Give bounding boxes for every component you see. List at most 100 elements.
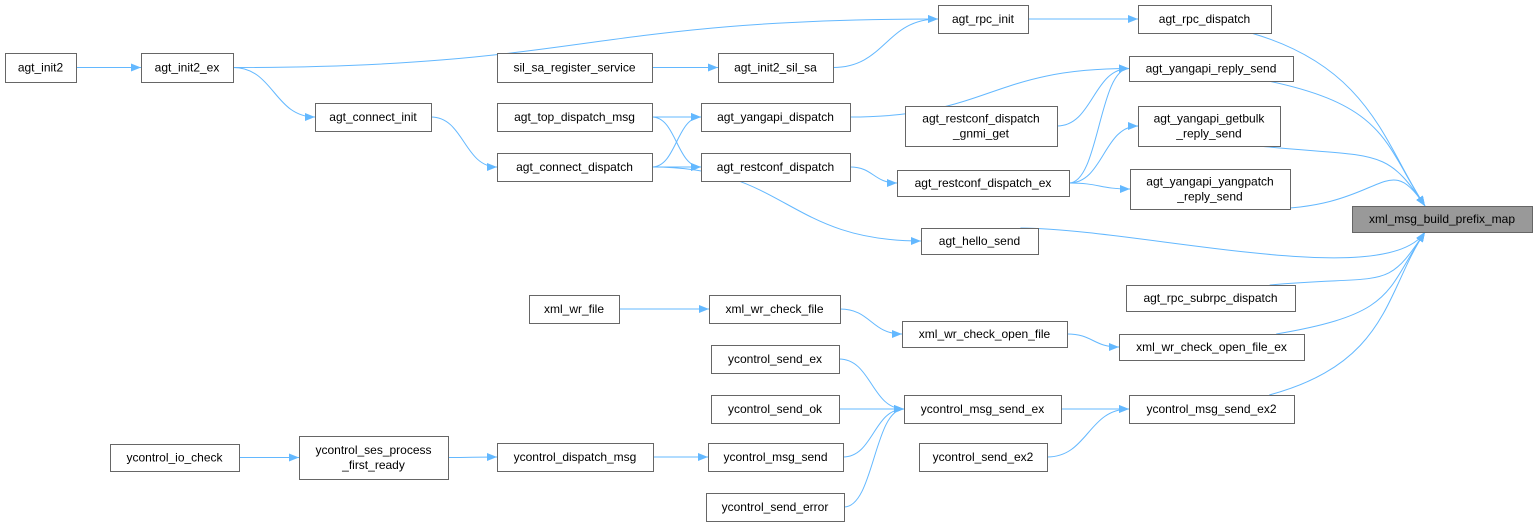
- node-box: [5, 53, 77, 83]
- node-box: [718, 53, 834, 83]
- node-box: [711, 395, 840, 424]
- node-label: agt_top_dispatch_msg: [514, 110, 635, 124]
- node-box: [1138, 5, 1272, 34]
- node-xml-msg-build-prefix-map[interactable]: xml_msg_build_prefix_map: [1352, 206, 1533, 233]
- node-agt-restconf-dispatch[interactable]: agt_restconf_dispatch: [701, 153, 851, 182]
- node-label: agt_yangapi_dispatch: [717, 110, 834, 124]
- node-ycontrol-send-ex[interactable]: ycontrol_send_ex: [711, 345, 840, 374]
- edge-agt-init2-ex-to-agt-connect-init: [232, 67, 316, 121]
- node-box: [701, 153, 851, 182]
- node-agt-init2-ex[interactable]: agt_init2_ex: [141, 53, 234, 83]
- node-ycontrol-send-error[interactable]: ycontrol_send_error: [706, 493, 845, 522]
- node-agt-yangapi-dispatch[interactable]: agt_yangapi_dispatch: [701, 103, 851, 132]
- edge-ycontrol-msg-send-to-ycontrol-msg-send-ex: [842, 405, 905, 458]
- node-box: [711, 345, 840, 374]
- node-agt-init2[interactable]: agt_init2: [5, 53, 77, 83]
- node-label: agt_init2: [18, 61, 64, 75]
- edge-agt-init2-ex-to-agt-rpc-init: [232, 15, 939, 68]
- node-label: _first_ready: [341, 458, 405, 472]
- node-label: agt_yangapi_yangpatch: [1146, 175, 1273, 189]
- node-agt-yangapi-getbulk-reply-send[interactable]: agt_yangapi_getbulk_reply_send: [1138, 106, 1281, 147]
- node-label: ycontrol_send_error: [722, 500, 829, 514]
- node-label: xml_msg_build_prefix_map: [1369, 212, 1515, 226]
- node-agt-hello-send[interactable]: agt_hello_send: [921, 228, 1039, 255]
- edge-ycontrol-send-ex2-to-ycontrol-msg-send-ex2: [1046, 405, 1130, 458]
- node-ycontrol-dispatch-msg[interactable]: ycontrol_dispatch_msg: [497, 443, 654, 472]
- node-agt-rpc-subrpc-dispatch[interactable]: agt_rpc_subrpc_dispatch: [1126, 285, 1296, 312]
- edge-agt-yangapi-getbulk-reply-send-to-xml-msg-build-prefix-map: [1258, 145, 1426, 207]
- edge-agt-restconf-dispatch-ex-to-agt-yangapi-reply-send: [1068, 64, 1130, 184]
- node-xml-wr-check-open-file[interactable]: xml_wr_check_open_file: [902, 321, 1068, 348]
- node-box: [1138, 106, 1281, 147]
- node-xml-wr-check-open-file-ex[interactable]: xml_wr_check_open_file_ex: [1119, 334, 1305, 361]
- node-box: [497, 153, 653, 182]
- node-box: [497, 103, 653, 132]
- edge-ycontrol-msg-send-ex2-to-xml-msg-build-prefix-map: [1269, 231, 1426, 396]
- node-box: [897, 170, 1070, 197]
- edge-xml-wr-check-file-to-xml-wr-check-open-file: [839, 308, 903, 338]
- node-agt-yangapi-yangpatch-reply-send[interactable]: agt_yangapi_yangpatch_reply_send: [1130, 169, 1291, 210]
- edge-ycontrol-send-ex-to-ycontrol-msg-send-ex: [838, 358, 905, 413]
- node-box: [701, 103, 851, 132]
- node-label: agt_rpc_dispatch: [1159, 12, 1250, 26]
- edges-layer: [76, 15, 1426, 508]
- node-label: agt_yangapi_getbulk: [1154, 112, 1266, 126]
- edge-ycontrol-ses-process-first-ready-to-ycontrol-dispatch-msg: [447, 453, 498, 462]
- node-agt-restconf-dispatch-ex[interactable]: agt_restconf_dispatch_ex: [897, 170, 1070, 197]
- node-box: [315, 103, 432, 132]
- node-xml-wr-check-file[interactable]: xml_wr_check_file: [709, 295, 841, 324]
- node-label: agt_rpc_subrpc_dispatch: [1143, 291, 1277, 305]
- node-agt-top-dispatch-msg[interactable]: agt_top_dispatch_msg: [497, 103, 653, 132]
- node-label: ycontrol_send_ok: [728, 402, 823, 416]
- node-label: xml_wr_check_open_file: [919, 327, 1051, 341]
- node-box: [1352, 206, 1533, 233]
- node-agt-connect-dispatch[interactable]: agt_connect_dispatch: [497, 153, 653, 182]
- node-box: [1129, 395, 1295, 424]
- node-box: [706, 493, 845, 522]
- edge-agt-yangapi-yangpatch-reply-send-to-xml-msg-build-prefix-map: [1265, 179, 1426, 210]
- node-box: [709, 295, 841, 324]
- node-ycontrol-ses-process-first-ready[interactable]: ycontrol_ses_process_first_ready: [299, 436, 449, 480]
- node-label: ycontrol_send_ex2: [933, 450, 1034, 464]
- node-ycontrol-send-ex2[interactable]: ycontrol_send_ex2: [919, 443, 1048, 472]
- node-box: [141, 53, 234, 83]
- node-agt-yangapi-reply-send[interactable]: agt_yangapi_reply_send: [1129, 56, 1294, 82]
- node-ycontrol-msg-send-ex2[interactable]: ycontrol_msg_send_ex2: [1129, 395, 1295, 424]
- node-label: agt_rpc_init: [952, 12, 1015, 26]
- node-ycontrol-io-check[interactable]: ycontrol_io_check: [110, 444, 240, 472]
- node-ycontrol-msg-send-ex[interactable]: ycontrol_msg_send_ex: [904, 395, 1062, 424]
- node-agt-connect-init[interactable]: agt_connect_init: [315, 103, 432, 132]
- node-label: agt_restconf_dispatch: [922, 112, 1039, 126]
- node-box: [921, 228, 1039, 255]
- node-agt-init2-sil-sa[interactable]: agt_init2_sil_sa: [718, 53, 834, 83]
- node-xml-wr-file[interactable]: xml_wr_file: [529, 295, 620, 324]
- node-box: [529, 295, 620, 324]
- node-label: ycontrol_send_ex: [728, 352, 822, 366]
- node-agt-restconf-dispatch-gnmi-get[interactable]: agt_restconf_dispatch_gnmi_get: [905, 106, 1058, 147]
- node-label: agt_connect_dispatch: [516, 160, 633, 174]
- edge-agt-restconf-dispatch-gnmi-get-to-agt-yangapi-reply-send: [1056, 64, 1130, 127]
- node-box: [299, 436, 449, 480]
- node-label: xml_wr_check_open_file_ex: [1136, 340, 1287, 354]
- node-label: xml_wr_file: [544, 302, 604, 316]
- node-sil-sa-register-service[interactable]: sil_sa_register_service: [497, 53, 653, 83]
- edge-agt-yangapi-dispatch-to-agt-yangapi-reply-send: [849, 64, 1130, 118]
- node-box: [938, 5, 1029, 34]
- node-box: [497, 443, 654, 472]
- node-box: [1126, 285, 1296, 312]
- node-box: [1129, 56, 1294, 82]
- edge-agt-rpc-subrpc-dispatch-to-xml-msg-build-prefix-map: [1269, 231, 1426, 286]
- node-box: [708, 443, 844, 472]
- node-box: [919, 443, 1048, 472]
- node-label: ycontrol_msg_send_ex: [921, 402, 1044, 416]
- node-ycontrol-send-ok[interactable]: ycontrol_send_ok: [711, 395, 840, 424]
- node-label: agt_yangapi_reply_send: [1146, 62, 1277, 76]
- node-ycontrol-msg-send[interactable]: ycontrol_msg_send: [708, 443, 844, 472]
- node-label: ycontrol_msg_send: [723, 450, 827, 464]
- node-agt-rpc-init[interactable]: agt_rpc_init: [938, 5, 1029, 34]
- node-label: agt_connect_init: [329, 110, 417, 124]
- edge-agt-restconf-dispatch-to-agt-restconf-dispatch-ex: [849, 166, 898, 187]
- node-agt-rpc-dispatch[interactable]: agt_rpc_dispatch: [1138, 5, 1272, 34]
- node-label: agt_hello_send: [939, 234, 1020, 248]
